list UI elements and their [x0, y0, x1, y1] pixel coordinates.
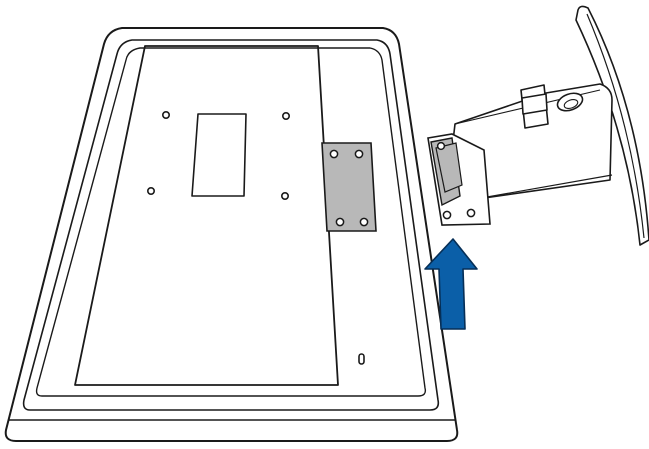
- lock-slot-icon: [358, 353, 365, 365]
- vesa-hole-bottom-right: [280, 192, 289, 201]
- vesa-hole-top-left: [162, 111, 171, 120]
- stand-neck: [451, 83, 613, 201]
- bracket-hole-3: [335, 217, 345, 227]
- stand-base-inner-line: [586, 13, 645, 239]
- stand-hinge-plate: [427, 133, 491, 226]
- monitor-outer-shell: [4, 27, 459, 442]
- monitor-inner-bezel: [22, 39, 440, 411]
- insert-direction-arrow-icon: [424, 238, 478, 330]
- hinge-hole-2: [442, 210, 452, 220]
- cable-hole-inner: [563, 98, 579, 110]
- bracket-hole-2: [354, 149, 364, 159]
- stand-neck-edge: [469, 174, 613, 201]
- hinge-bracket-slot: [321, 142, 377, 232]
- hinge-hole-1: [436, 141, 446, 151]
- stand-assembly: [451, 5, 649, 246]
- hinge-hole-3: [466, 208, 476, 218]
- vesa-hole-top-right: [281, 112, 290, 121]
- hinge-plate-flap: [435, 142, 463, 193]
- monitor-back-panel: [4, 27, 459, 442]
- stand-clip-band: [521, 93, 548, 115]
- vesa-hole-bottom-left: [147, 187, 156, 196]
- vesa-mount-area: [74, 45, 339, 386]
- vesa-screw-holes: [147, 111, 290, 201]
- monitor-inner-bezel-2: [35, 47, 427, 397]
- vesa-center-cutout: [191, 113, 247, 197]
- bracket-hole-1: [329, 149, 339, 159]
- bracket-plate: [321, 142, 377, 232]
- bracket-hole-4: [359, 217, 369, 227]
